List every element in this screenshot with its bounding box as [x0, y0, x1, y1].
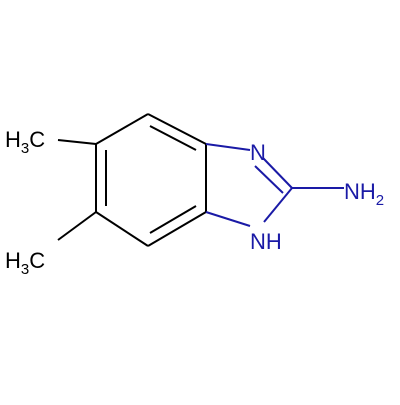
bond-c3a-n3 [205, 143, 251, 151]
nitrogen-bonds [205, 143, 344, 227]
bond-c5-c4 [95, 113, 149, 145]
bond-c7-c6 [95, 211, 149, 247]
bond-c4-c3a-inner [149, 125, 197, 151]
bond-n3-c2-outer [262, 157, 293, 189]
methyl-top-label: H3C [5, 127, 45, 157]
bond-c6-methyl [57, 211, 97, 241]
carbon-bonds [57, 113, 207, 247]
bond-c2-n1 [263, 187, 293, 223]
bond-c5-methyl [57, 139, 97, 145]
bond-c4-c3a [147, 113, 207, 145]
bond-n3-c2-inner [254, 165, 284, 194]
n3-label: N [250, 140, 266, 165]
n1h-label: NH [250, 229, 282, 254]
methyl-labels: H3C H3C [5, 127, 45, 278]
bond-c7a-c7 [147, 211, 207, 247]
methyl-bottom-label: H3C [5, 248, 45, 278]
bond-c7a-c7-inner [149, 205, 197, 234]
nitrogen-labels: N NH NH2 [250, 140, 384, 254]
bond-c7a-n1 [205, 211, 251, 227]
amine-label: NH2 [344, 179, 384, 209]
